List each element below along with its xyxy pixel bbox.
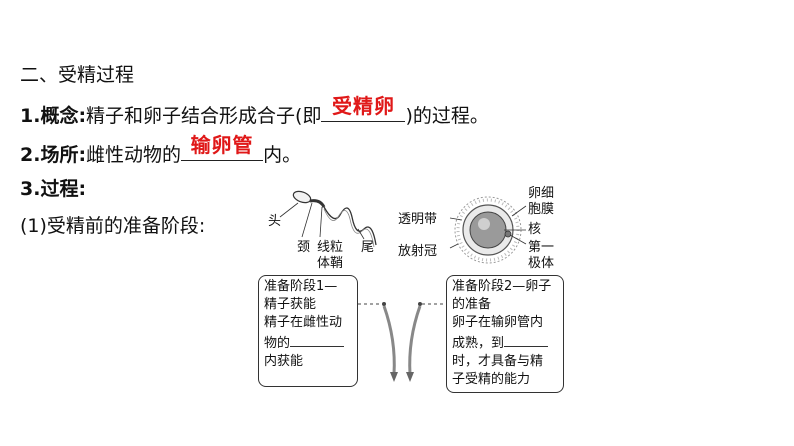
process-label: 3.过程: (20, 178, 87, 200)
dashed-connector-right-icon (418, 302, 446, 306)
sperm-mito-label-2: 体鞘 (317, 256, 344, 271)
stage2-line4: 成熟，到 (452, 332, 558, 353)
sperm-tail-label: 尾 (361, 240, 375, 255)
sub-heading-preparation: (1)受精前的准备阶段: (20, 215, 206, 237)
section-title: 二、受精过程 (20, 64, 135, 86)
converging-arrows (358, 302, 446, 382)
right-arrow-icon (406, 305, 422, 382)
concept-label: 1.概念: (20, 105, 87, 127)
membrane-label-1: 卵细 (528, 186, 555, 201)
place-text-before: 雌性动物的 (86, 144, 182, 166)
stage1-blank (290, 332, 345, 347)
concept-blank: 受精卵 (321, 94, 406, 122)
stage2-line1: 准备阶段2—卵子 (452, 279, 552, 294)
place-answer: 输卵管 (190, 133, 254, 157)
concept-text-before: 精子和卵子结合形成合子(即 (86, 105, 322, 127)
polar-body-icon (504, 230, 512, 238)
stage2-line3: 卵子在输卵管内 (452, 315, 544, 330)
sperm-tail-icon (323, 206, 377, 248)
left-arrow-icon (382, 305, 398, 382)
concept-text-after: )的过程。 (405, 105, 489, 127)
stage2-line6: 子受精的能力 (452, 372, 531, 387)
sperm-midpiece-icon (309, 199, 326, 208)
place-text-after: 内。 (263, 144, 302, 166)
sperm-neck-label: 颈 (297, 240, 311, 255)
place-line: 2.场所:雌性动物的输卵管内。 (20, 133, 302, 168)
polar-label-1: 第一 (528, 240, 555, 255)
sperm-diagram (279, 190, 377, 248)
corona-label: 放射冠 (398, 244, 438, 259)
place-label: 2.场所: (20, 144, 87, 166)
sperm-head-label: 头 (268, 214, 282, 229)
polar-label-2: 极体 (528, 256, 555, 271)
stage2-box: 准备阶段2—卵子 的准备 卵子在输卵管内 成熟，到 时，才具备与精 子受精的能力 (446, 275, 564, 393)
concept-answer: 受精卵 (331, 94, 395, 118)
stage2-blank (504, 332, 549, 347)
place-blank: 输卵管 (181, 133, 264, 161)
stage1-line3: 精子在雌性动 (264, 315, 343, 330)
oocyte-icon (469, 211, 507, 249)
nucleus-label: 核 (528, 222, 542, 237)
stage1-line4: 物的 (264, 332, 352, 353)
concept-line: 1.概念:精子和卵子结合形成合子(即受精卵 )的过程。 (20, 94, 489, 129)
zona-label: 透明带 (398, 212, 438, 227)
stage2-line2: 的准备 (452, 297, 492, 312)
stage1-line2: 精子获能 (264, 297, 317, 312)
dashed-connector-left-icon (358, 302, 386, 306)
sperm-mito-label-1: 线粒 (317, 240, 344, 255)
egg-diagram (449, 196, 527, 264)
membrane-label-2: 胞膜 (528, 202, 555, 217)
sperm-head-icon (292, 190, 312, 204)
stage2-line5: 时，才具备与精 (452, 354, 544, 369)
stage1-line1: 准备阶段1— (264, 279, 338, 294)
stage1-line5: 内获能 (264, 354, 304, 369)
stage1-box: 准备阶段1— 精子获能 精子在雌性动 物的 内获能 (258, 275, 358, 387)
